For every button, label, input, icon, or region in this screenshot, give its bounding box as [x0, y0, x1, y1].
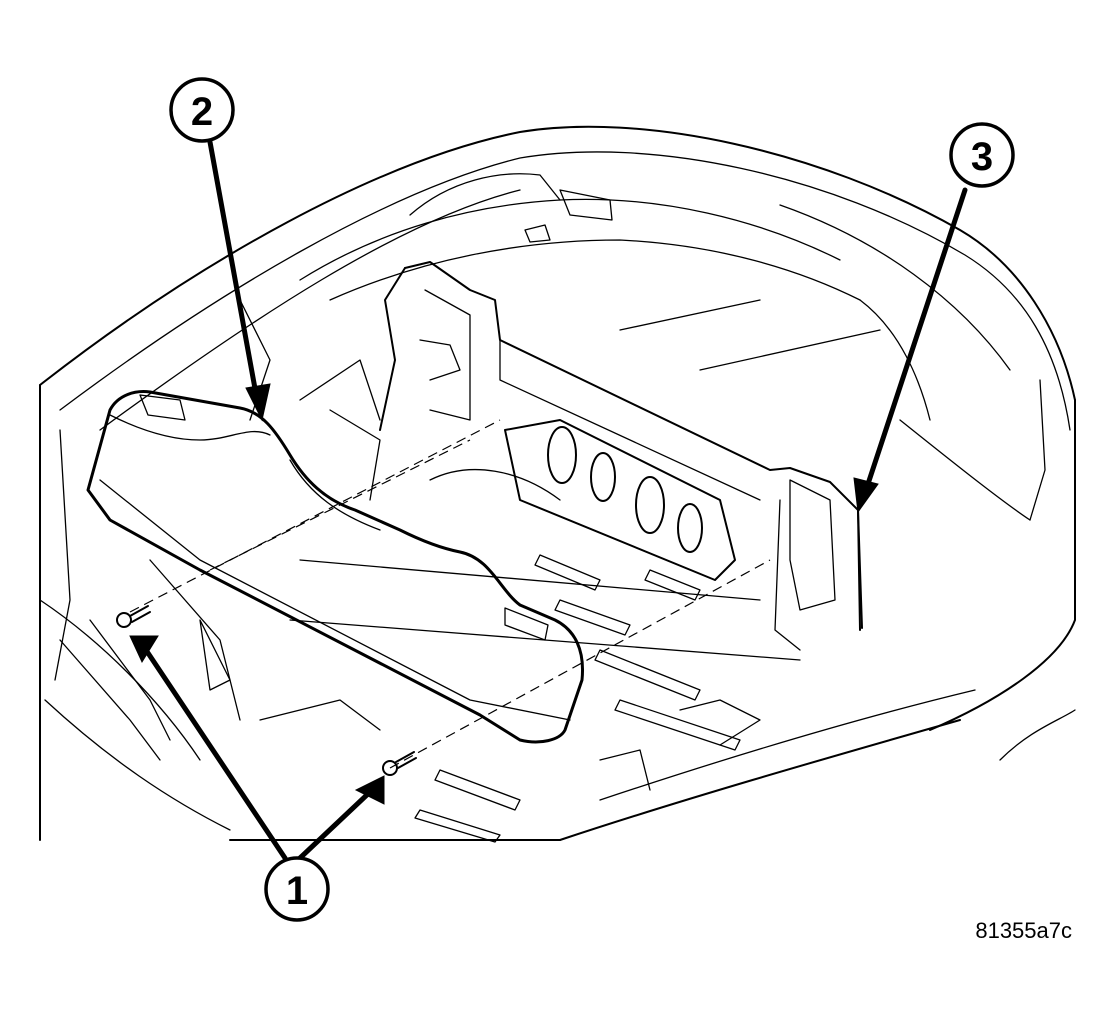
installation-guide-lines: [129, 419, 771, 769]
leader-line-2: [207, 139, 271, 422]
leader-line-1a: [129, 635, 288, 861]
callout-3: 3: [949, 122, 1015, 188]
callout-3-label: 3: [971, 135, 993, 179]
screw-center: [382, 751, 417, 776]
rear-bulkhead-panel: [379, 261, 863, 651]
leader-line-3: [853, 187, 968, 514]
vehicle-body: [39, 125, 1076, 841]
leader-line-1b: [297, 775, 385, 861]
callout-1-label: 1: [286, 869, 308, 913]
screw-left: [116, 605, 151, 628]
callout-1: 1: [264, 856, 330, 922]
figure-reference-code: 81355a7c: [975, 918, 1072, 943]
cargo-floor: [59, 299, 801, 843]
callout-2-label: 2: [191, 90, 213, 134]
trim-panel: [86, 390, 585, 744]
seat-back-area: [299, 173, 1031, 521]
callout-2: 2: [169, 77, 235, 143]
